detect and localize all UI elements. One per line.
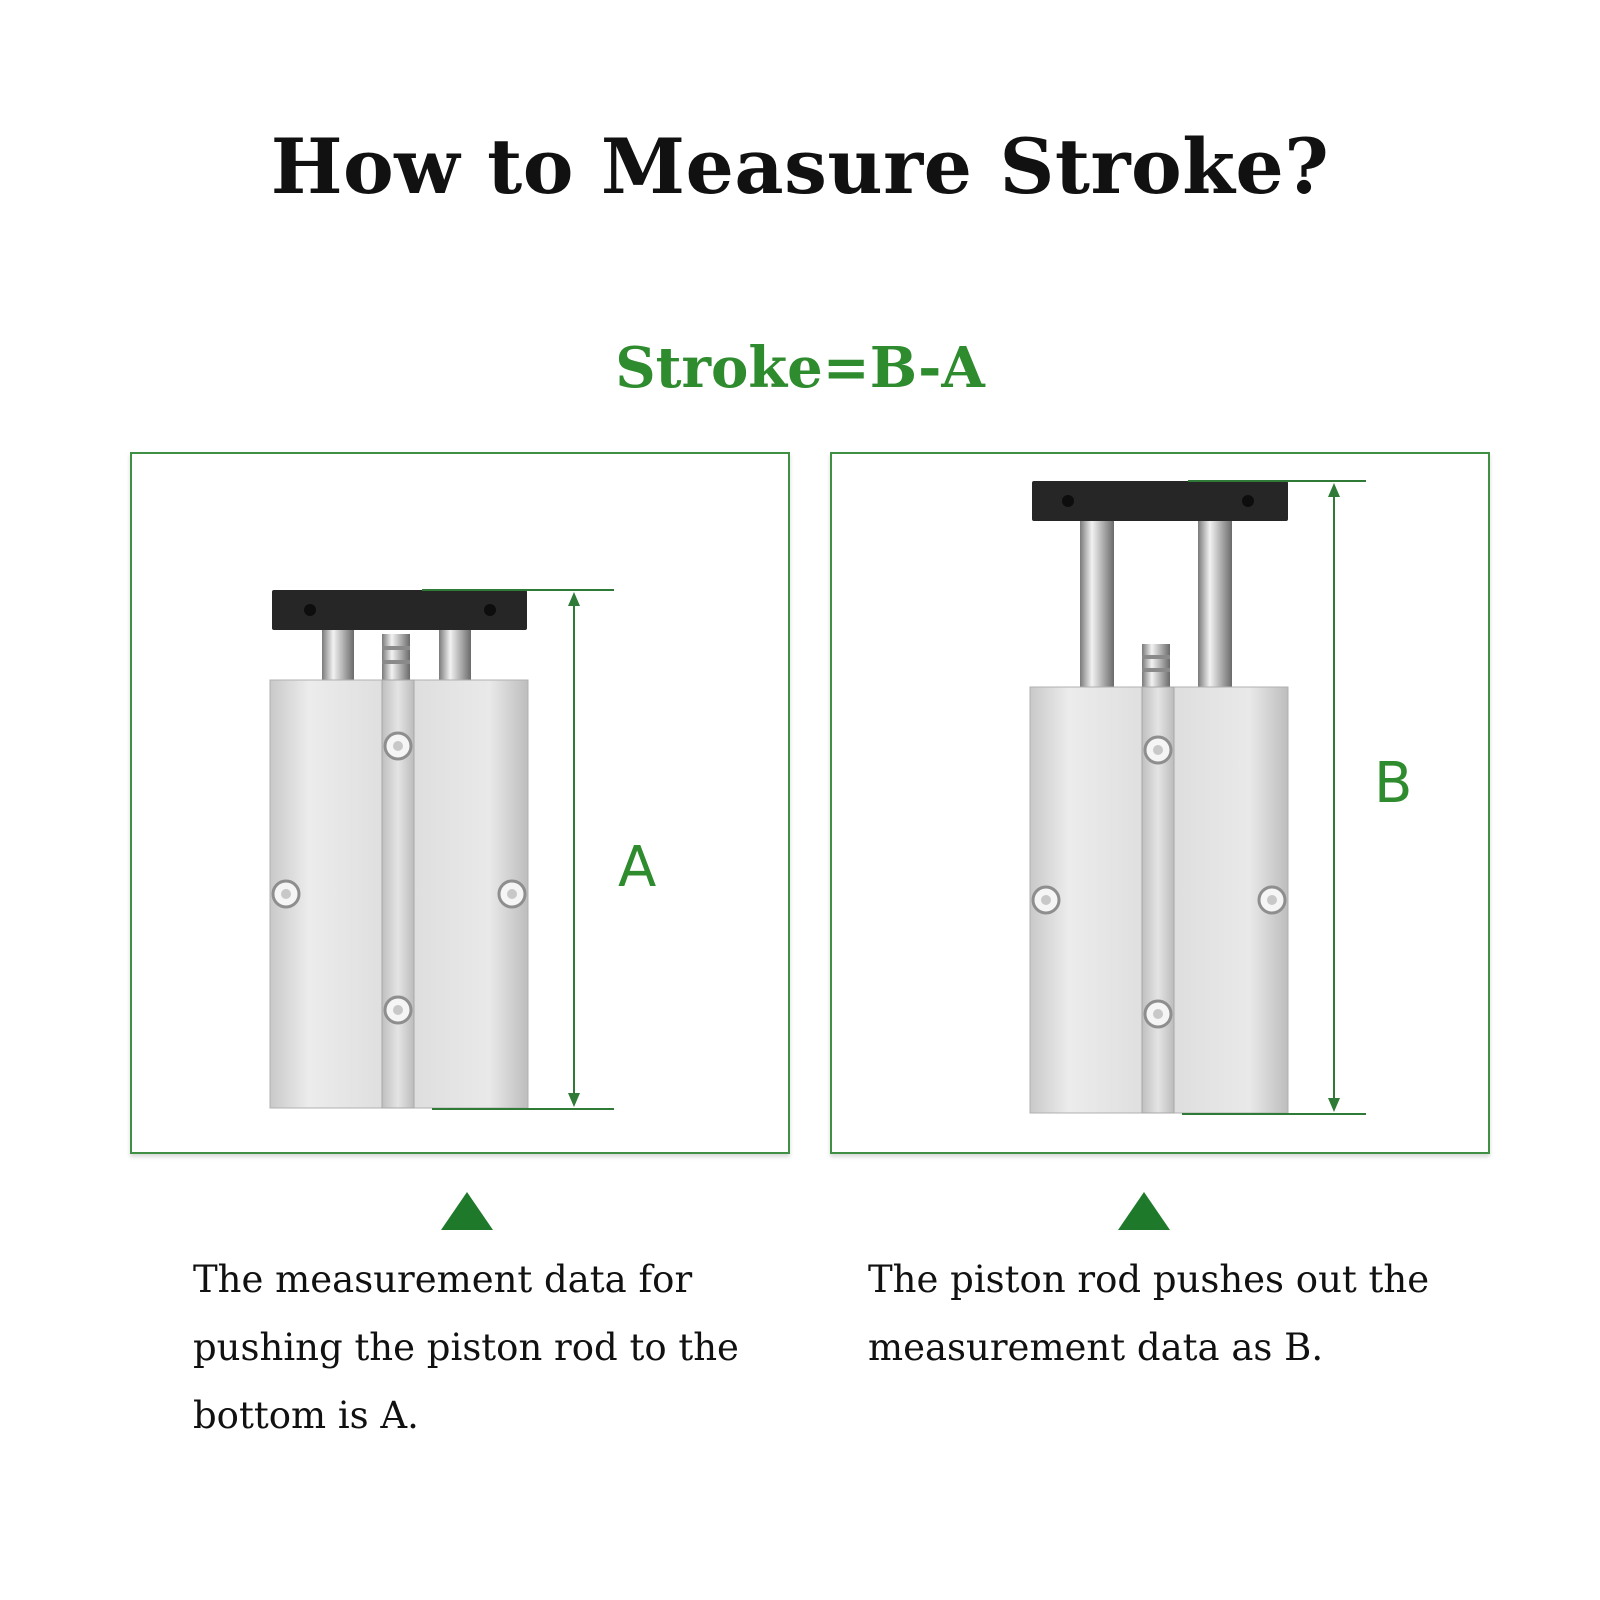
guide-rod-left	[322, 630, 354, 680]
panel-retracted: A	[130, 452, 790, 1154]
guide-rod-left	[1080, 521, 1114, 687]
caption-extended: The piston rod pushes out the measuremen…	[868, 1258, 1430, 1369]
stroke-formula: Stroke=B-A	[615, 335, 985, 401]
guide-rod-right	[439, 630, 471, 680]
page-title: How to Measure Stroke?	[270, 122, 1330, 211]
triangle-pointer-icon	[441, 1192, 493, 1230]
top-plate	[1032, 481, 1288, 521]
panel-extended: B	[830, 452, 1490, 1154]
caption-retracted: The measurement data for pushing the pis…	[193, 1258, 739, 1437]
dimension-label-a: A	[618, 835, 656, 900]
top-plate	[272, 590, 527, 630]
piston-rod	[1142, 644, 1170, 687]
cylinder-retracted-illustration: A	[269, 589, 656, 1110]
dimension-label-b: B	[1374, 751, 1412, 816]
triangle-pointer-icon	[1118, 1192, 1170, 1230]
guide-rod-right	[1198, 521, 1232, 687]
piston-rod	[382, 634, 410, 680]
cylinder-extended-illustration: B	[1029, 480, 1412, 1115]
